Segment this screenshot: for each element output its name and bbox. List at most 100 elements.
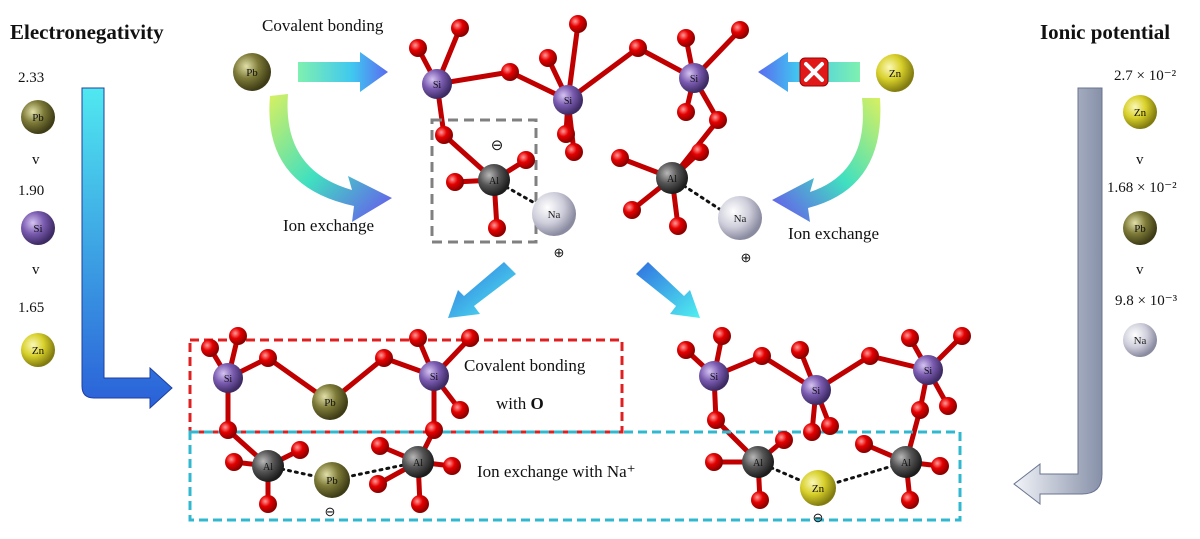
covalent-box-label-oxygen: O bbox=[530, 394, 544, 413]
oxygen-atom bbox=[411, 495, 429, 513]
oxygen-atom bbox=[443, 457, 461, 475]
top-si-atom-middle bbox=[553, 85, 583, 115]
oxygen-atom bbox=[409, 39, 427, 57]
ionic-potential-zn-sphere-label: Zn bbox=[1134, 107, 1147, 119]
zn-ion bbox=[876, 54, 914, 92]
bottom-left-al-atom-2-label: Al bbox=[413, 458, 423, 469]
oxygen-atom bbox=[565, 143, 583, 161]
oxygen-atom bbox=[939, 397, 957, 415]
bottom-left-pb-ionic-label: Pb bbox=[326, 475, 338, 487]
oxygen-atom bbox=[911, 401, 929, 419]
ionic-potential-comparator-1: v bbox=[1136, 152, 1144, 168]
electronegativity-si-value: 1.90 bbox=[18, 183, 45, 199]
oxygen-atom bbox=[488, 219, 506, 237]
ion-exchange-box-label: Ion exchange with Na⁺ bbox=[477, 462, 636, 481]
oxygen-atom bbox=[425, 421, 443, 439]
oxygen-atom bbox=[709, 111, 727, 129]
oxygen-atom bbox=[451, 19, 469, 37]
oxygen-atom bbox=[371, 437, 389, 455]
bottom-right-si-atom-2-label: Si bbox=[812, 386, 821, 397]
oxygen-atom bbox=[291, 441, 309, 459]
bottom-right-negative-charge: ⊖ bbox=[813, 510, 824, 525]
oxygen-atom bbox=[713, 327, 731, 345]
oxygen-atom bbox=[753, 347, 771, 365]
electronegativity-comparator-2: v bbox=[32, 262, 40, 278]
oxygen-atom bbox=[501, 63, 519, 81]
ionic-potential-comparator-2: v bbox=[1136, 262, 1144, 278]
bottom-right-al-atom-1 bbox=[742, 446, 774, 478]
bottom-left-pb-covalent-label: Pb bbox=[324, 397, 336, 409]
bottom-right-al-atom-2-label: Al bbox=[901, 458, 911, 469]
bottom-right-si-atom-1-label: Si bbox=[710, 372, 719, 383]
positive-charge-symbol-right: ⊕ bbox=[741, 250, 752, 265]
charged-site-box bbox=[430, 118, 538, 244]
down-arrow-right bbox=[636, 262, 700, 318]
ion-exchange-box bbox=[188, 430, 962, 522]
bottom-right-si-atom-3-label: Si bbox=[924, 366, 933, 377]
negative-charge-symbol: ⊖ bbox=[491, 138, 504, 154]
oxygen-atom bbox=[791, 341, 809, 359]
electronegativity-title: Electronegativity bbox=[10, 20, 164, 44]
ionic-potential-title: Ionic potential bbox=[1040, 20, 1171, 44]
bottom-left-si-atom-1 bbox=[213, 363, 243, 393]
bottom-left-si-atom-1-label: Si bbox=[224, 374, 233, 385]
top-al-atom-left-label: Al bbox=[489, 176, 499, 187]
electronegativity-si-sphere bbox=[21, 211, 55, 245]
ionic-potential-pb-value: 1.68 × 10⁻² bbox=[1107, 180, 1177, 196]
electronegativity-si-sphere-label: Si bbox=[33, 223, 42, 235]
oxygen-atom bbox=[677, 29, 695, 47]
oxygen-atom bbox=[259, 349, 277, 367]
oxygen-atom bbox=[855, 435, 873, 453]
covalent-bonding-arrow bbox=[298, 52, 388, 92]
bottom-left-negative-charge: ⊖ bbox=[325, 504, 336, 519]
oxygen-atom bbox=[375, 349, 393, 367]
covalent-bonding-box bbox=[188, 338, 624, 434]
top-na-atom-left-label: Na bbox=[548, 209, 561, 221]
bottom-right-si-atom-2 bbox=[801, 375, 831, 405]
bottom-right-si-atom-3 bbox=[913, 355, 943, 385]
oxygen-atom bbox=[557, 125, 575, 143]
top-si-atom-left-label: Si bbox=[433, 80, 442, 91]
oxygen-atom bbox=[677, 103, 695, 121]
oxygen-atom bbox=[751, 491, 769, 509]
oxygen-atom bbox=[409, 329, 427, 347]
electronegativity-comparator-1: v bbox=[32, 152, 40, 168]
ion-exchange-right-label: Ion exchange bbox=[788, 224, 880, 243]
covalent-box-label-prefix: with bbox=[496, 394, 531, 413]
bottom-left-pb-ionic bbox=[314, 462, 350, 498]
bottom-right-al-atom-1-label: Al bbox=[753, 458, 763, 469]
ionic-potential-na-value: 9.8 × 10⁻³ bbox=[1115, 293, 1178, 309]
bottom-left-si-atom-2-label: Si bbox=[430, 372, 439, 383]
oxygen-atom bbox=[435, 126, 453, 144]
ionic-potential-pb-sphere bbox=[1123, 211, 1157, 245]
electronegativity-zn-value: 1.65 bbox=[18, 300, 45, 316]
oxygen-atom bbox=[901, 491, 919, 509]
top-na-atom-left bbox=[532, 192, 576, 236]
bottom-right-si-atom-1 bbox=[699, 361, 729, 391]
oxygen-atom bbox=[229, 327, 247, 345]
bottom-right-zn-ionic-label: Zn bbox=[812, 483, 825, 495]
oxygen-atom bbox=[369, 475, 387, 493]
electronegativity-zn-sphere-label: Zn bbox=[32, 345, 45, 357]
electronegativity-pb-sphere-label: Pb bbox=[32, 112, 44, 124]
top-al-atom-right bbox=[656, 162, 688, 194]
bottom-left-pb-covalent bbox=[312, 384, 348, 420]
ion-exchange-arrow-left bbox=[269, 94, 392, 222]
oxygen-atom bbox=[669, 217, 687, 235]
x-mark-icon-cross bbox=[804, 62, 824, 82]
oxygen-atom bbox=[611, 149, 629, 167]
covalent-bonding-label: Covalent bonding bbox=[262, 16, 384, 35]
oxygen-atom bbox=[461, 329, 479, 347]
electronegativity-zn-sphere bbox=[21, 333, 55, 367]
top-na-atom-right bbox=[718, 196, 762, 240]
oxygen-atom bbox=[707, 411, 725, 429]
oxygen-atom bbox=[731, 21, 749, 39]
bottom-right-zn-ionic bbox=[800, 470, 836, 506]
oxygen-atom bbox=[691, 143, 709, 161]
ion-exchange-arrow-right bbox=[772, 98, 881, 222]
oxygen-atom bbox=[219, 421, 237, 439]
ionic-potential-zn-sphere bbox=[1123, 95, 1157, 129]
oxygen-atom bbox=[705, 453, 723, 471]
